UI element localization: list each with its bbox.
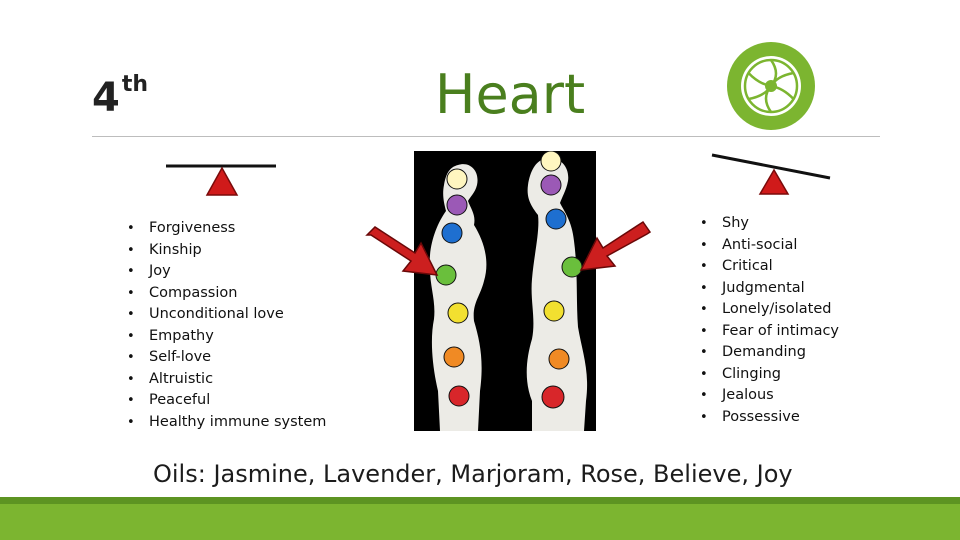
list-item: Joy: [127, 261, 326, 283]
list-item: Clinging: [700, 364, 839, 386]
list-item: Healthy immune system: [127, 412, 326, 434]
red-arrow-icon: [365, 226, 439, 276]
list-item: Kinship: [127, 240, 326, 262]
list-item: Demanding: [700, 342, 839, 364]
heart-chakra-icon: [727, 42, 815, 130]
tilted-scale-icon: [711, 153, 831, 195]
footer-bar: [0, 497, 960, 540]
list-item: Self-love: [127, 347, 326, 369]
list-item: Shy: [700, 213, 839, 235]
list-item: Possessive: [700, 407, 839, 429]
balanced-scale-icon: [166, 164, 276, 196]
list-item: Compassion: [127, 283, 326, 305]
list-item: Jealous: [700, 385, 839, 407]
slide-number: 4th: [92, 71, 149, 121]
slide-number-suffix: th: [121, 71, 149, 97]
list-item: Fear of intimacy: [700, 321, 839, 343]
list-item: Peaceful: [127, 390, 326, 412]
chakra-body-figure: [414, 151, 596, 431]
title-divider: [92, 136, 880, 137]
red-arrow-icon: [579, 220, 652, 271]
list-item: Altruistic: [127, 369, 326, 391]
slide-title: Heart: [434, 63, 586, 126]
list-item: Unconditional love: [127, 304, 326, 326]
list-item: Forgiveness: [127, 218, 326, 240]
oils-line: Oils: Jasmine, Lavender, Marjoram, Rose,…: [153, 460, 793, 488]
list-item: Anti-social: [700, 235, 839, 257]
list-item: Lonely/isolated: [700, 299, 839, 321]
footer-accent-strip: [0, 497, 960, 504]
list-item: Judgmental: [700, 278, 839, 300]
balanced-traits-list: Forgiveness Kinship Joy Compassion Uncon…: [127, 218, 326, 433]
list-item: Critical: [700, 256, 839, 278]
list-item: Empathy: [127, 326, 326, 348]
imbalanced-traits-list: Shy Anti-social Critical Judgmental Lone…: [700, 213, 839, 428]
